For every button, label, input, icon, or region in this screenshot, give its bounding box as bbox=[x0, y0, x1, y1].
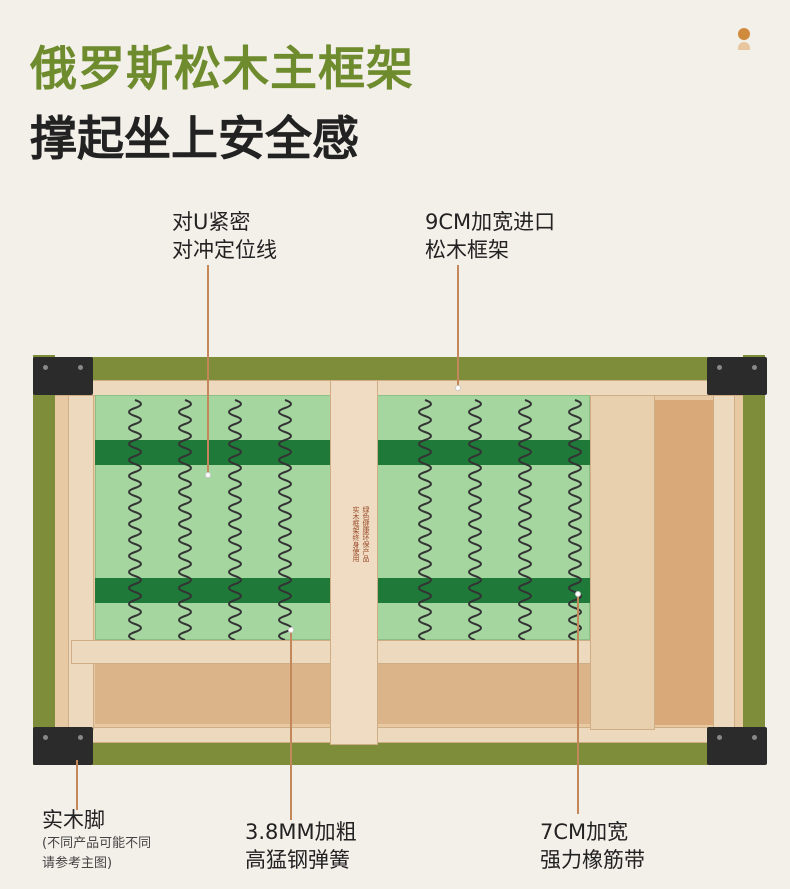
callout-pine-frame: 9CM加宽进口松木框架 bbox=[425, 210, 556, 262]
callout-line bbox=[76, 760, 78, 810]
corner-bracket bbox=[33, 727, 93, 765]
spring bbox=[418, 399, 432, 640]
headline-title: 俄罗斯松木主框架 bbox=[30, 42, 414, 97]
spring bbox=[468, 399, 482, 640]
spring bbox=[128, 399, 142, 640]
corner-bracket bbox=[707, 357, 767, 395]
callout-dot bbox=[455, 385, 461, 391]
spring bbox=[518, 399, 532, 640]
callout-steel-springs: 3.8MM加粗高猛钢弹簧 bbox=[245, 820, 357, 872]
spring bbox=[568, 399, 582, 640]
callout-elastic-band: 7CM加宽强力橡筋带 bbox=[540, 820, 645, 872]
center-beam: 绿色健康环保产品实木框架终身使用 bbox=[330, 380, 378, 745]
corner-bracket bbox=[707, 727, 767, 765]
stamp: 绿色健康环保产品实木框架终身使用 bbox=[352, 506, 370, 562]
callout-dot bbox=[205, 472, 211, 478]
callout-dot bbox=[288, 627, 294, 633]
sofa-frame-image: 绿色健康环保产品实木框架终身使用 bbox=[33, 355, 767, 765]
callout-line bbox=[457, 265, 459, 387]
callout-line bbox=[207, 265, 209, 475]
callout-wood-legs: 实木脚(不同产品可能不同请参考主图) bbox=[42, 808, 152, 871]
spring bbox=[228, 399, 242, 640]
callout-u-alignment: 对U紧密对冲定位线 bbox=[172, 210, 277, 262]
callout-line bbox=[577, 594, 579, 814]
corner-bracket bbox=[33, 357, 93, 395]
headline-subtitle: 撑起坐上安全感 bbox=[30, 112, 359, 167]
callout-line bbox=[290, 630, 292, 820]
brand-logo-icon bbox=[738, 28, 752, 50]
spring-coils bbox=[128, 399, 582, 640]
spring bbox=[178, 399, 192, 640]
callout-dot bbox=[575, 591, 581, 597]
spring bbox=[278, 399, 292, 640]
